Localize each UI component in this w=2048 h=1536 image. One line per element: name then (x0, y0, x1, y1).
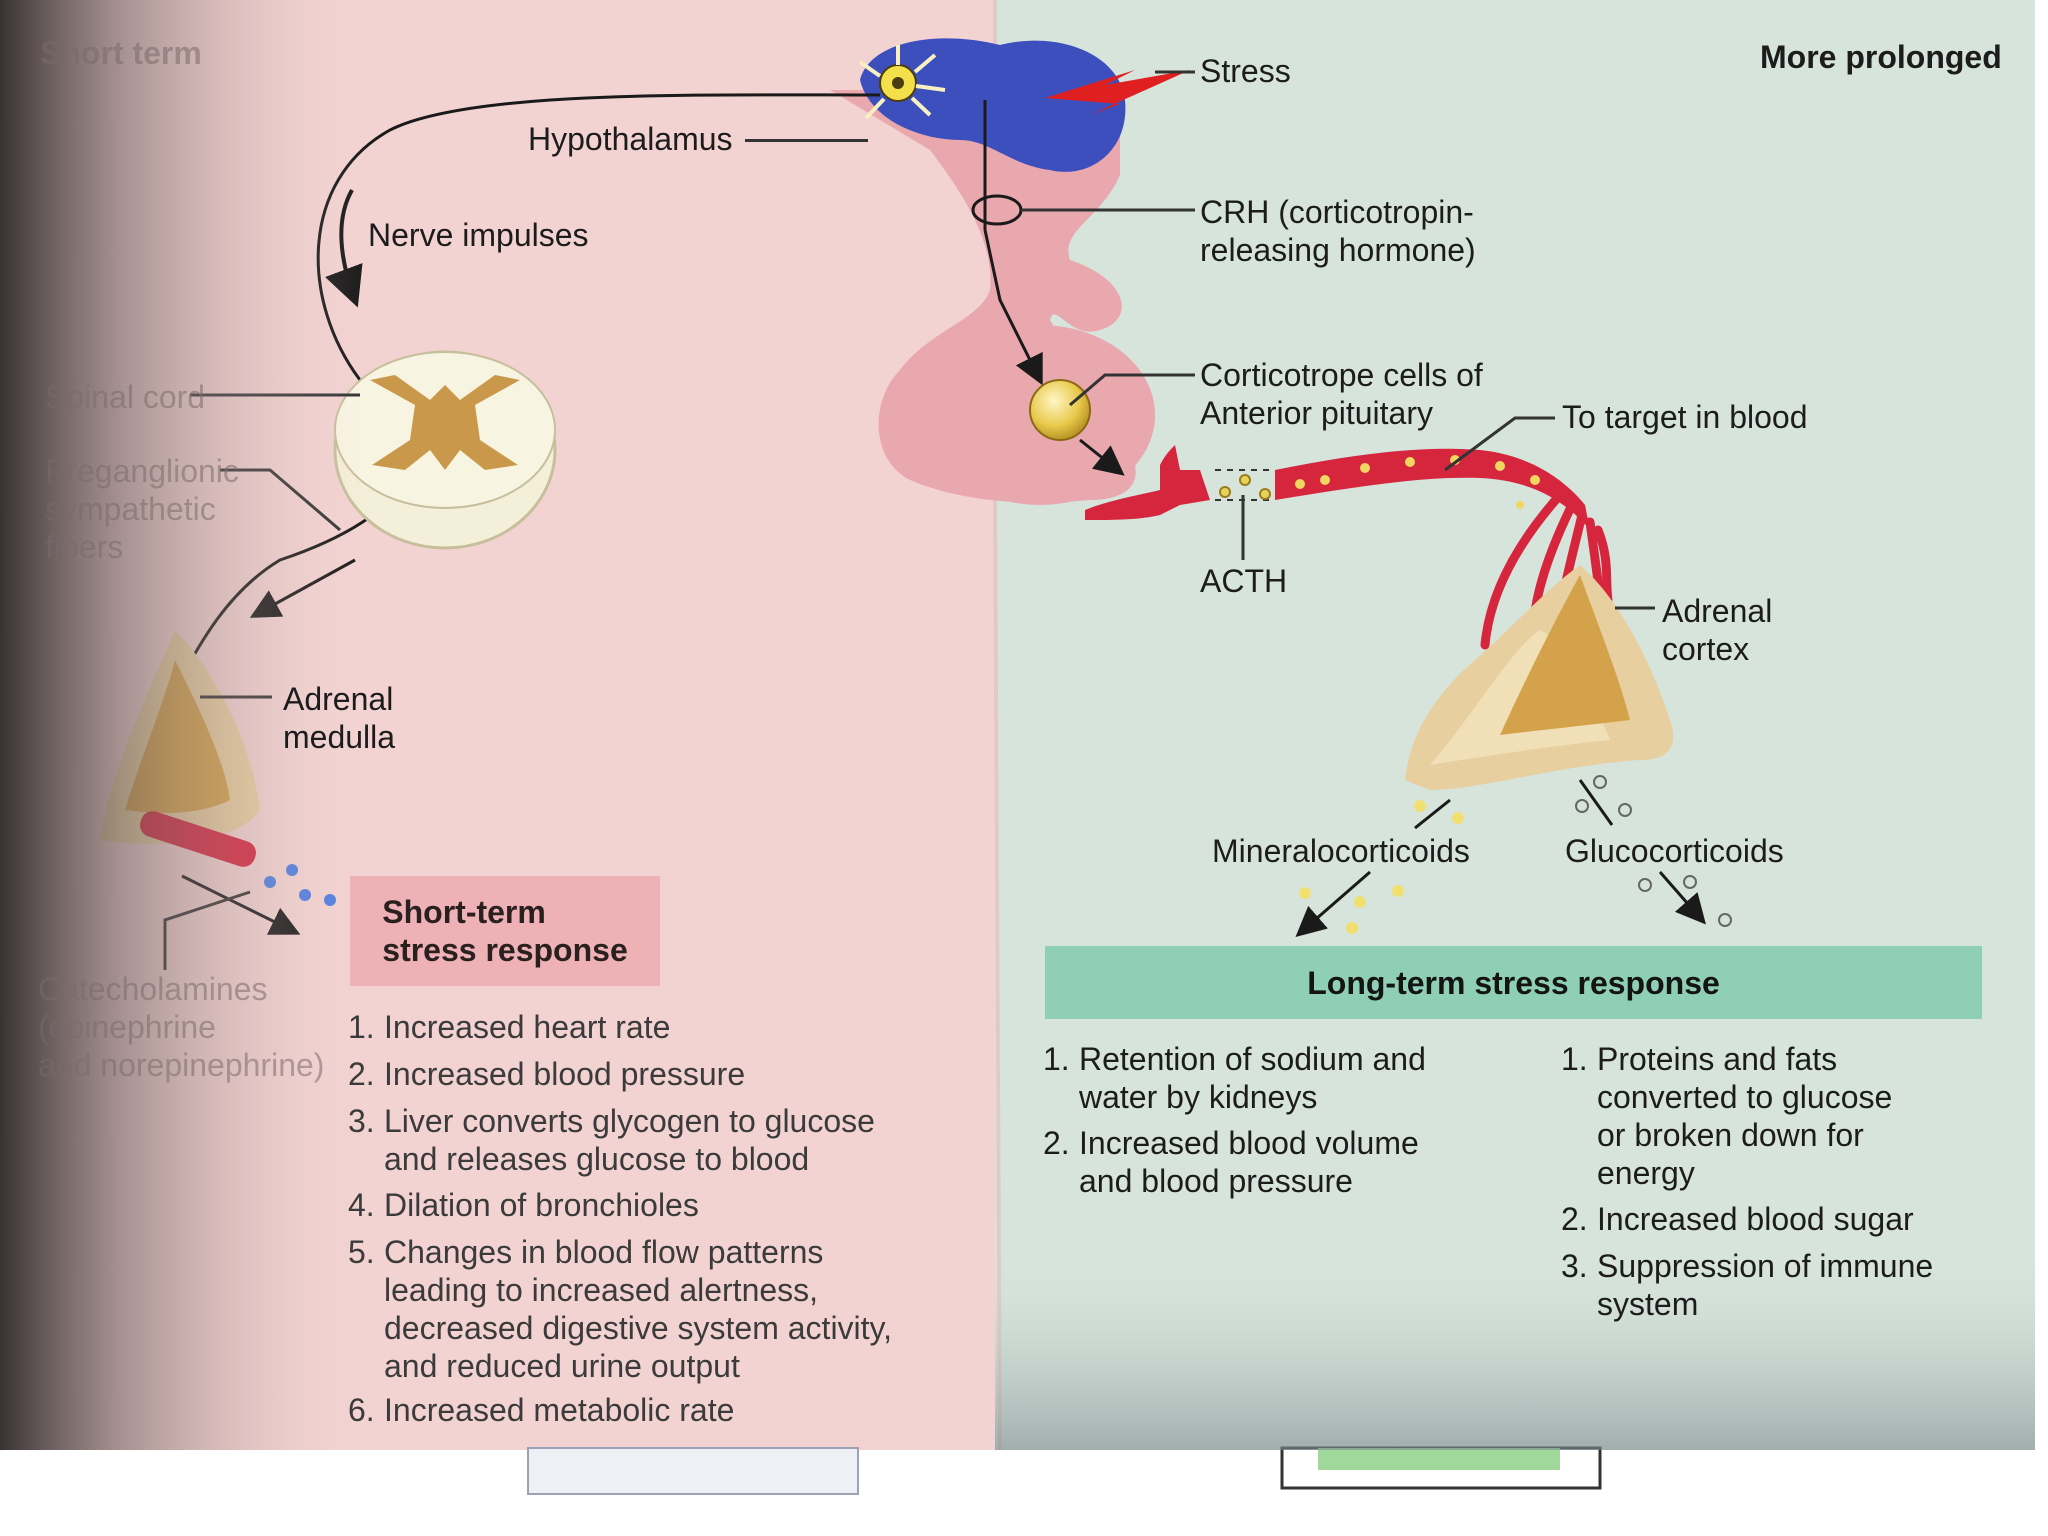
mineralo-item-text: Retention of sodium and water by kidneys (1079, 1041, 1426, 1115)
figure-fragment-right-fill (1318, 1448, 1560, 1470)
label-stress: Stress (1200, 53, 1291, 89)
short-term-item-number: 1. (348, 1009, 375, 1045)
short-term-item-text: Liver converts glycogen to glucose and r… (384, 1103, 875, 1177)
label-preganglionic: Preganglionic sympathetic fibers (45, 453, 239, 565)
long-term-title: Long-term stress response (1307, 964, 1720, 1001)
hypothalamus-leader (745, 139, 868, 142)
short-term-item-text: Dilation of bronchioles (384, 1187, 699, 1223)
label-catecholamines: Catecholamines (epinephrine and norepine… (38, 971, 325, 1083)
left-edge-shadow (0, 0, 2048, 1450)
gluco-item-text: Suppression of immune system (1597, 1248, 1934, 1322)
label-to-target: To target in blood (1562, 399, 1808, 435)
short-term-item-number: 5. (348, 1234, 375, 1270)
label-glucocorticoids: Glucocorticoids (1565, 833, 1784, 869)
label-adrenal-cortex: Adrenal cortex (1662, 593, 1773, 667)
mineralo-item-text: Increased blood volume and blood pressur… (1079, 1125, 1419, 1199)
short-term-item-text: Increased heart rate (384, 1009, 671, 1045)
short-term-item: 4. Dilation of bronchioles (348, 1186, 948, 1226)
gluco-item-text: Proteins and fats converted to glucose o… (1597, 1041, 1893, 1191)
gluco-item-number: 2. (1561, 1201, 1588, 1237)
label-crh: CRH (corticotropin- releasing hormone) (1200, 194, 1476, 268)
label-corticotrope: Corticotrope cells of Anterior pituitary (1200, 357, 1483, 431)
short-term-item-number: 4. (348, 1187, 375, 1223)
short-term-title: Short-term stress response (382, 894, 628, 968)
gluco-item-number: 1. (1561, 1041, 1588, 1077)
short-term-item: 3. Liver converts glycogen to glucose an… (348, 1102, 948, 1180)
header-right-corner: More prolonged (1760, 39, 2002, 75)
short-term-item-number: 2. (348, 1056, 375, 1092)
mineralo-item-number: 2. (1043, 1125, 1070, 1161)
short-term-item: 1. Increased heart rate (348, 1008, 948, 1048)
gluco-item: 1. Proteins and fats converted to glucos… (1561, 1040, 2001, 1194)
label-spinal-cord: Spinal cord (45, 379, 206, 415)
short-term-item: 2. Increased blood pressure (348, 1055, 948, 1095)
short-term-item-text: Increased blood pressure (384, 1056, 746, 1092)
short-term-item-text: Increased metabolic rate (384, 1392, 735, 1428)
short-term-item-number: 3. (348, 1103, 375, 1139)
bottom-edge-shadow (995, 1250, 2035, 1450)
label-nerve-impulses: Nerve impulses (368, 217, 589, 253)
short-term-item-number: 6. (348, 1392, 375, 1428)
mineralo-item: 2. Increased blood volume and blood pres… (1043, 1124, 1483, 1202)
mineralo-item-number: 1. (1043, 1041, 1070, 1077)
short-term-item-text: Changes in blood flow patterns leading t… (384, 1234, 893, 1384)
gluco-item: 3. Suppression of immune system (1561, 1247, 2001, 1325)
label-hypothalamus: Hypothalamus (528, 121, 733, 157)
header-left-corner: Short term (40, 35, 202, 71)
short-term-item: 6. Increased metabolic rate (348, 1391, 948, 1431)
gluco-item: 2. Increased blood sugar (1561, 1200, 2001, 1240)
label-acth: ACTH (1200, 563, 1288, 599)
gluco-item-number: 3. (1561, 1248, 1588, 1284)
short-term-item: 5. Changes in blood flow patterns leadin… (348, 1233, 988, 1387)
label-adrenal-medulla: Adrenal medulla (283, 681, 396, 755)
label-mineralocorticoids: Mineralocorticoids (1212, 833, 1470, 869)
mineralo-item: 1. Retention of sodium and water by kidn… (1043, 1040, 1483, 1118)
gluco-item-text: Increased blood sugar (1597, 1201, 1914, 1237)
figure-fragment-left (527, 1447, 859, 1495)
